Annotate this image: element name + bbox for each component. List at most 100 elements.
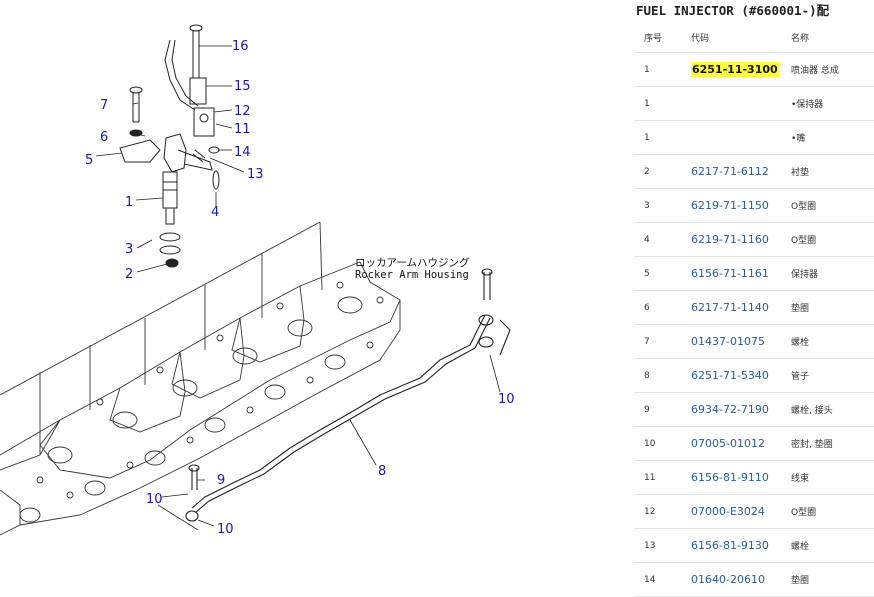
parts-table-header: 序号 代码 名称 bbox=[634, 22, 874, 53]
row-name: 螺栓 bbox=[791, 324, 874, 359]
row-name: 线束 bbox=[791, 460, 874, 495]
row-code-cell: 6217-71-1140 bbox=[691, 290, 791, 325]
rocker-arm-housing-label-jp: ロッカアームハウジング bbox=[355, 256, 470, 269]
row-no: 7 bbox=[634, 324, 691, 359]
row-name: 喷油器 总成 bbox=[791, 52, 874, 87]
row-no: 1 bbox=[634, 52, 691, 87]
part-code-link[interactable]: 07000-E3024 bbox=[691, 505, 765, 518]
row-no: 8 bbox=[634, 358, 691, 393]
part-code-link[interactable]: 6217-71-1140 bbox=[691, 301, 769, 314]
part-code-link[interactable]: 01640-20610 bbox=[691, 573, 765, 586]
row-code-cell: 01437-01075 bbox=[691, 324, 791, 359]
row-no: 10 bbox=[634, 426, 691, 461]
row-code-cell: 6934-72-7190 bbox=[691, 392, 791, 427]
fuel-pipe-drawing bbox=[185, 268, 511, 522]
part-code-link[interactable]: 6251-71-5340 bbox=[691, 369, 769, 382]
row-code-cell bbox=[691, 120, 791, 155]
row-no: 2 bbox=[634, 154, 691, 189]
row-code-cell: 6156-81-9110 bbox=[691, 460, 791, 495]
row-name: O型圈 bbox=[791, 222, 874, 257]
row-name: •嘴 bbox=[791, 120, 874, 155]
callout-16: 16 bbox=[232, 39, 249, 54]
row-name: 螺栓, 接头 bbox=[791, 392, 874, 427]
row-name: 衬垫 bbox=[791, 154, 874, 189]
row-name: 垫圈 bbox=[791, 290, 874, 325]
row-no: 3 bbox=[634, 188, 691, 223]
row-name: O型圈 bbox=[791, 188, 874, 223]
row-code-cell: 6156-71-1161 bbox=[691, 256, 791, 291]
row-no: 1 bbox=[634, 120, 691, 155]
callout-5: 5 bbox=[85, 153, 93, 168]
row-no: 9 bbox=[634, 392, 691, 427]
part-code-link[interactable]: 07005-01012 bbox=[691, 437, 765, 450]
rocker-arm-housing-label-en: Rocker Arm Housing bbox=[355, 269, 469, 281]
callout-2: 2 bbox=[125, 267, 133, 282]
callout-15: 15 bbox=[234, 79, 251, 94]
row-no: 4 bbox=[634, 222, 691, 257]
row-name: •保持器 bbox=[791, 86, 874, 121]
callout-7: 7 bbox=[100, 98, 108, 113]
callout-4: 4 bbox=[211, 205, 219, 220]
header-no: 序号 bbox=[634, 22, 691, 53]
row-no: 13 bbox=[634, 528, 691, 563]
row-code-cell: 01640-20610 bbox=[691, 562, 791, 597]
row-no: 6 bbox=[634, 290, 691, 325]
part-code-link[interactable]: 6219-71-1150 bbox=[691, 199, 769, 212]
part-code-link[interactable]: 01437-01075 bbox=[691, 335, 765, 348]
callout-6: 6 bbox=[100, 130, 108, 145]
callout-14: 14 bbox=[234, 145, 251, 160]
table-row: 1 •嘴 bbox=[634, 120, 874, 155]
row-name: 保持器 bbox=[791, 256, 874, 291]
row-name: 管子 bbox=[791, 358, 874, 393]
callout-11: 11 bbox=[234, 122, 251, 137]
table-row: 1 •保持器 bbox=[634, 86, 874, 121]
part-code-link[interactable]: 6217-71-6112 bbox=[691, 165, 769, 178]
row-code-cell: 6251-11-3100 bbox=[691, 52, 791, 87]
part-code-link[interactable]: 6934-72-7190 bbox=[691, 403, 769, 416]
row-code-cell: 6219-71-1160 bbox=[691, 222, 791, 257]
callout-10-bottom: 10 bbox=[217, 522, 234, 537]
part-code-link[interactable]: 6219-71-1160 bbox=[691, 233, 769, 246]
callout-10-left: 10 bbox=[146, 492, 163, 507]
parts-list-title: FUEL INJECTOR (#660001-)配 bbox=[636, 3, 830, 18]
row-no: 1 bbox=[634, 86, 691, 121]
row-no: 14 bbox=[634, 562, 691, 597]
part-code-link[interactable]: 6251-11-3100 bbox=[691, 62, 779, 77]
callout-9: 9 bbox=[217, 473, 225, 488]
row-code-cell: 6156-81-9130 bbox=[691, 528, 791, 563]
callout-8: 8 bbox=[378, 464, 386, 479]
part-code-link[interactable]: 6156-81-9130 bbox=[691, 539, 769, 552]
callout-3: 3 bbox=[125, 242, 133, 257]
part-code-link[interactable]: 6156-71-1161 bbox=[691, 267, 769, 280]
callout-10-right: 10 bbox=[498, 392, 515, 407]
row-code-cell: 6217-71-6112 bbox=[691, 154, 791, 189]
callout-leader-lines bbox=[95, 45, 501, 527]
exploded-parts-diagram: 16 15 7 12 11 6 14 5 13 1 4 3 2 10 8 9 1… bbox=[0, 24, 515, 537]
row-code-cell: 07005-01012 bbox=[691, 426, 791, 461]
header-code: 代码 bbox=[691, 22, 791, 53]
callout-1: 1 bbox=[125, 195, 133, 210]
row-name: 螺栓 bbox=[791, 528, 874, 563]
row-name: 垫圈 bbox=[791, 562, 874, 597]
callout-13: 13 bbox=[247, 167, 264, 182]
row-name: 密封, 垫圈 bbox=[791, 426, 874, 461]
row-code-cell bbox=[691, 86, 791, 121]
row-no: 12 bbox=[634, 494, 691, 529]
rocker-arm-housing-drawing bbox=[0, 221, 401, 536]
row-name: O型圈 bbox=[791, 494, 874, 529]
part-code-link[interactable]: 6156-81-9110 bbox=[691, 471, 769, 484]
row-code-cell: 6251-71-5340 bbox=[691, 358, 791, 393]
